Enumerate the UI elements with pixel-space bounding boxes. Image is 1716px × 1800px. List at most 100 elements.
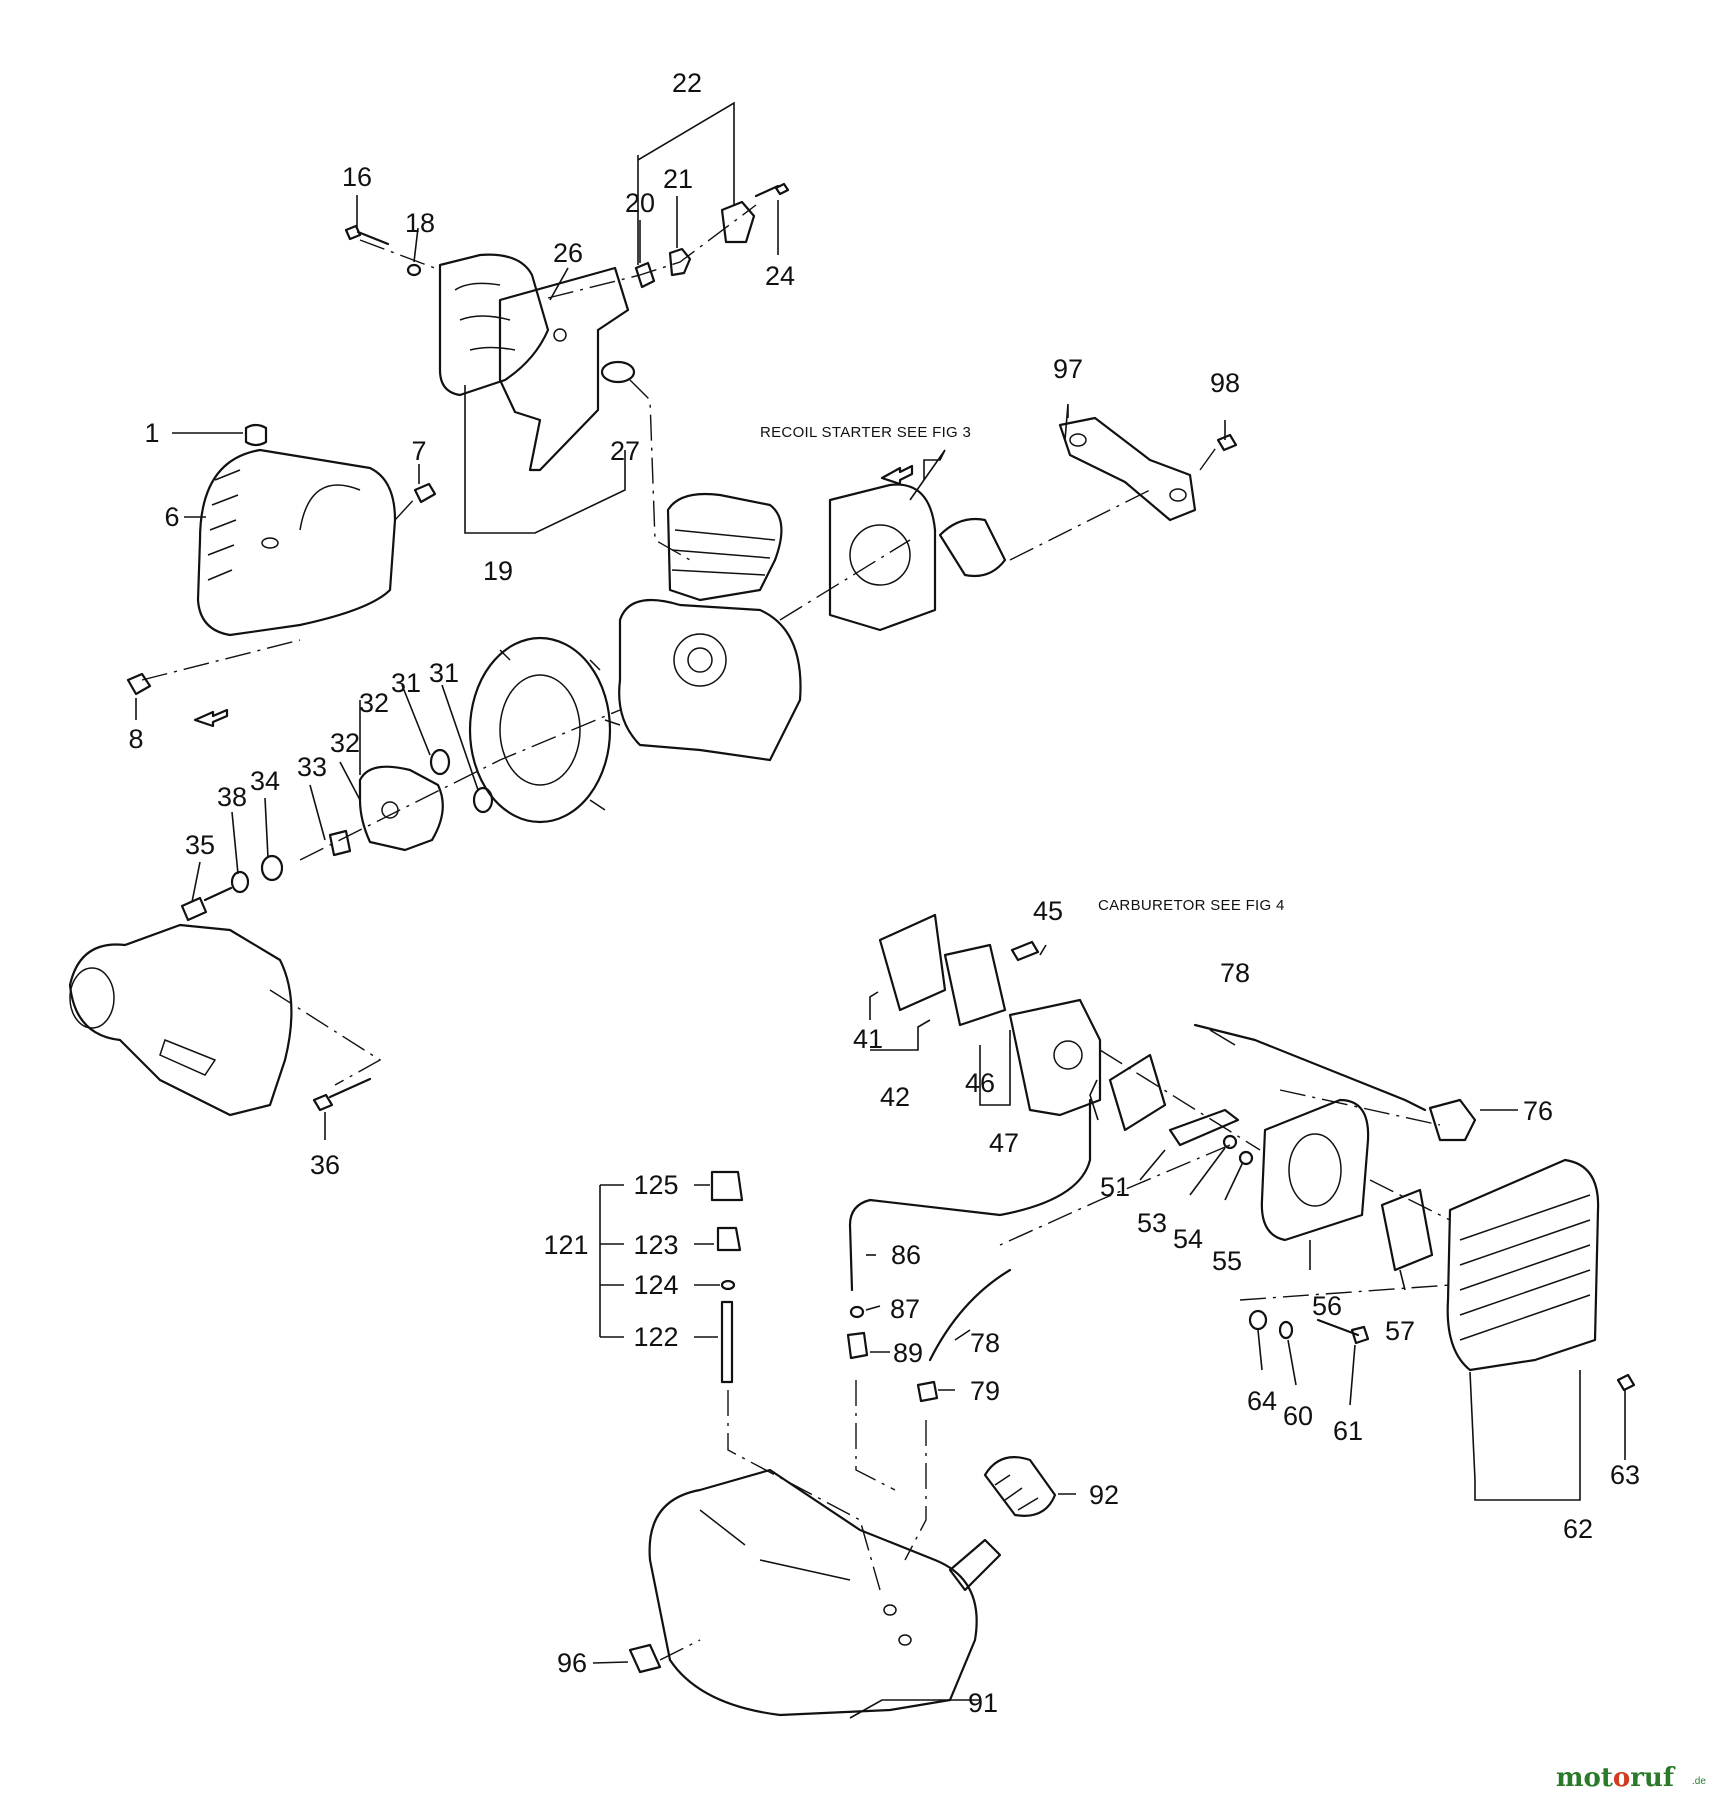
- fuel-cap-92-part: [983, 1456, 1057, 1517]
- washer-64-part: [1248, 1309, 1268, 1331]
- screw-36-part: [312, 1077, 372, 1112]
- recoil-starter-part: [828, 483, 1007, 632]
- valve-123-part: [716, 1226, 742, 1252]
- crankcase-part: [618, 598, 802, 762]
- callout-53: 53: [1137, 1208, 1167, 1238]
- callout-32a: 32: [359, 688, 389, 718]
- knob-1-part: [244, 423, 268, 447]
- cylinder-part: [666, 492, 783, 602]
- callout-18: 18: [405, 208, 435, 238]
- callout-76: 76: [1523, 1096, 1553, 1126]
- callout-32b: 32: [330, 728, 360, 758]
- callout-24: 24: [765, 261, 795, 291]
- primer-bulb-76-part: [1428, 1098, 1477, 1142]
- air-filter-gasket-51-part: [1108, 1053, 1167, 1132]
- callout-55: 55: [1212, 1246, 1242, 1276]
- air-filter-cover-part: [438, 253, 550, 397]
- clutch-part: [358, 765, 444, 852]
- callout-36: 36: [310, 1150, 340, 1180]
- callout-96: 96: [557, 1648, 587, 1678]
- screw-8-part: [126, 672, 152, 696]
- gasket-27-part: [600, 360, 636, 384]
- callout-1: 1: [144, 418, 159, 448]
- direction-arrow-right: [880, 464, 914, 486]
- callout-86: 86: [891, 1240, 921, 1270]
- washer-31b-part: [472, 786, 494, 814]
- screw-45-part: [1010, 940, 1040, 962]
- callout-47: 47: [989, 1128, 1019, 1158]
- callout-labels: 1 6 7 8 16 18 19 20 21 22 24 26 27 31 31…: [128, 68, 1640, 1718]
- screw-7-part: [413, 482, 437, 504]
- callout-123: 123: [633, 1230, 678, 1260]
- engine-cover-part: [196, 448, 397, 637]
- direction-arrow-left: [193, 708, 229, 728]
- fuel-line-86-part: [848, 1098, 1092, 1292]
- screw-16-part: [344, 224, 390, 246]
- callout-121: 121: [543, 1230, 588, 1260]
- callout-91: 91: [968, 1688, 998, 1718]
- watermark-text-o: o: [1613, 1763, 1630, 1793]
- washer-18-part: [406, 263, 422, 277]
- carburetor-mount-part: [943, 943, 1007, 1027]
- spacer-22-part: [720, 200, 756, 244]
- callout-16: 16: [342, 162, 372, 192]
- washer-55-part: [1238, 1150, 1254, 1166]
- flywheel-part: [468, 636, 621, 824]
- air-filter-plate-part: [498, 266, 630, 472]
- oring-124-part: [720, 1279, 736, 1291]
- screw-98-part: [1216, 433, 1238, 452]
- callout-89: 89: [893, 1338, 923, 1368]
- clip-87-part: [849, 1305, 865, 1319]
- callout-34: 34: [250, 766, 280, 796]
- watermark-text-a: mot: [1556, 1763, 1613, 1793]
- fuel-tank-91-part: [648, 1468, 978, 1717]
- bolt-35-part: [180, 886, 233, 922]
- filter-element-57-part: [1380, 1188, 1434, 1272]
- callout-78a: 78: [1220, 958, 1250, 988]
- washer-34-part: [260, 854, 284, 882]
- washer-54-part: [1222, 1134, 1238, 1150]
- callout-42: 42: [880, 1082, 910, 1112]
- gear-housing-part: [68, 923, 293, 1117]
- bolt-61-part: [1316, 1318, 1370, 1345]
- callout-125: 125: [633, 1170, 678, 1200]
- callout-97: 97: [1053, 354, 1083, 384]
- callout-78b: 78: [970, 1328, 1000, 1358]
- grommet-79-part: [916, 1380, 939, 1403]
- callout-22: 22: [672, 68, 702, 98]
- callout-19: 19: [483, 556, 513, 586]
- callout-8: 8: [128, 724, 143, 754]
- watermark-text-b: ruf: [1630, 1763, 1676, 1793]
- callout-7: 7: [411, 436, 426, 466]
- vent-cap-125-part: [710, 1170, 744, 1202]
- callout-122: 122: [633, 1322, 678, 1352]
- washer-60-part: [1278, 1320, 1294, 1340]
- recoil-starter-note: RECOIL STARTER SEE FIG 3: [760, 424, 971, 441]
- callout-31a: 31: [391, 668, 421, 698]
- fuel-line-78b-part: [928, 1268, 1012, 1362]
- callout-98: 98: [1210, 368, 1240, 398]
- callout-41: 41: [853, 1024, 883, 1054]
- pipe-122-part: [720, 1300, 734, 1384]
- callout-21: 21: [663, 164, 693, 194]
- callout-56: 56: [1312, 1291, 1342, 1321]
- callout-64: 64: [1247, 1386, 1277, 1416]
- callout-54: 54: [1173, 1224, 1203, 1254]
- callout-33: 33: [297, 752, 327, 782]
- fuel-line-78-part: [1193, 1023, 1427, 1112]
- callout-45: 45: [1033, 896, 1063, 926]
- callout-57: 57: [1385, 1316, 1415, 1346]
- callout-27: 27: [610, 436, 640, 466]
- callout-38: 38: [217, 782, 247, 812]
- screw-24-part: [754, 182, 790, 198]
- screw-63-part: [1616, 1373, 1636, 1392]
- fuel-filter-89-part: [846, 1331, 869, 1360]
- washer-31a-part: [429, 748, 451, 776]
- leader-lines: [135, 101, 1626, 1719]
- bracket-21-part: [668, 247, 692, 277]
- carburetor-body-part: [1008, 998, 1102, 1117]
- gasket-20-part: [634, 261, 656, 289]
- callout-61: 61: [1333, 1416, 1363, 1446]
- motoruf-watermark: motoruf .de: [1556, 1763, 1706, 1793]
